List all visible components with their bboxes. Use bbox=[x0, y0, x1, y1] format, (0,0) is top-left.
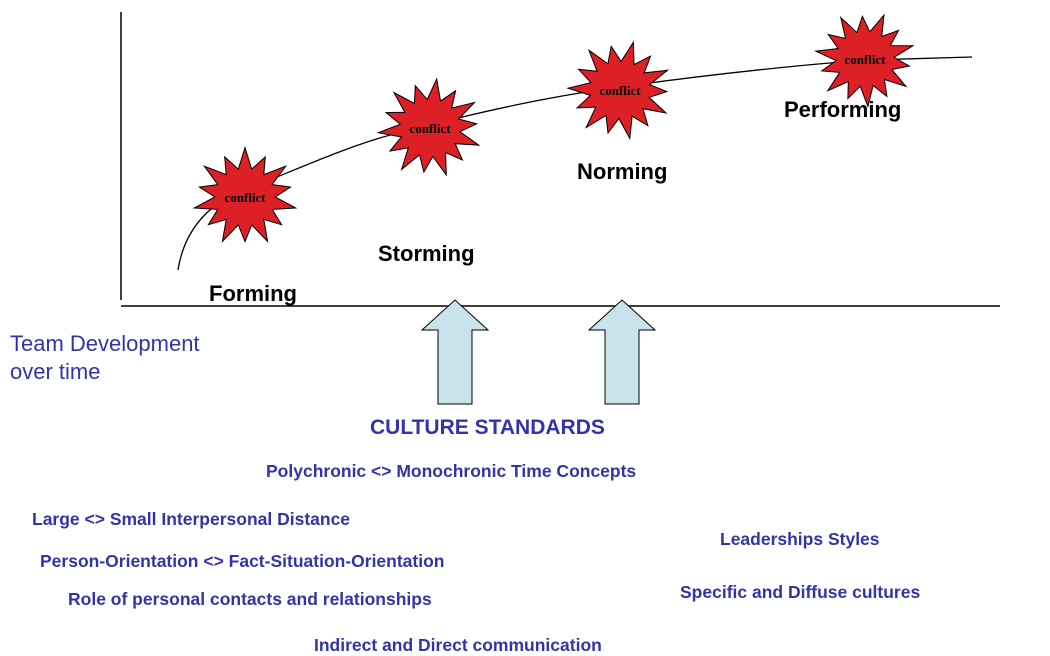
stage-storming: Storming bbox=[378, 241, 475, 266]
conflict-burst-4 bbox=[813, 13, 915, 109]
culture-item-communication: Indirect and Direct communication bbox=[314, 635, 602, 655]
caption-line-2: over time bbox=[10, 359, 101, 384]
conflict-burst-2 bbox=[376, 77, 481, 177]
conflict-burst-1 bbox=[192, 145, 298, 244]
up-arrow-storming bbox=[420, 299, 490, 405]
stage-norming: Norming bbox=[577, 159, 668, 184]
culture-item-distance: Large <> Small Interpersonal Distance bbox=[32, 509, 351, 529]
culture-standards-title: CULTURE STANDARDS bbox=[370, 416, 605, 439]
culture-item-specific: Specific and Diffuse cultures bbox=[680, 582, 921, 602]
caption-line-1: Team Development bbox=[10, 331, 200, 356]
conflict-burst-2-label: conflict bbox=[409, 121, 451, 136]
culture-item-leadership: Leaderships Styles bbox=[720, 529, 880, 549]
up-arrow-norming bbox=[587, 299, 657, 405]
conflict-burst-3-label: conflict bbox=[599, 83, 641, 98]
axis-caption: Team Development over time bbox=[10, 330, 200, 386]
culture-item-time: Polychronic <> Monochronic Time Concepts bbox=[266, 461, 637, 481]
stage-forming: Forming bbox=[209, 281, 297, 306]
conflict-burst-1-label: conflict bbox=[224, 190, 266, 205]
culture-item-contacts: Role of personal contacts and relationsh… bbox=[68, 589, 432, 609]
culture-item-orientation: Person-Orientation <> Fact-Situation-Ori… bbox=[40, 551, 445, 571]
stage-performing: Performing bbox=[784, 97, 902, 122]
conflict-burst-4-label: conflict bbox=[844, 52, 886, 67]
conflict-burst-3 bbox=[566, 40, 670, 141]
